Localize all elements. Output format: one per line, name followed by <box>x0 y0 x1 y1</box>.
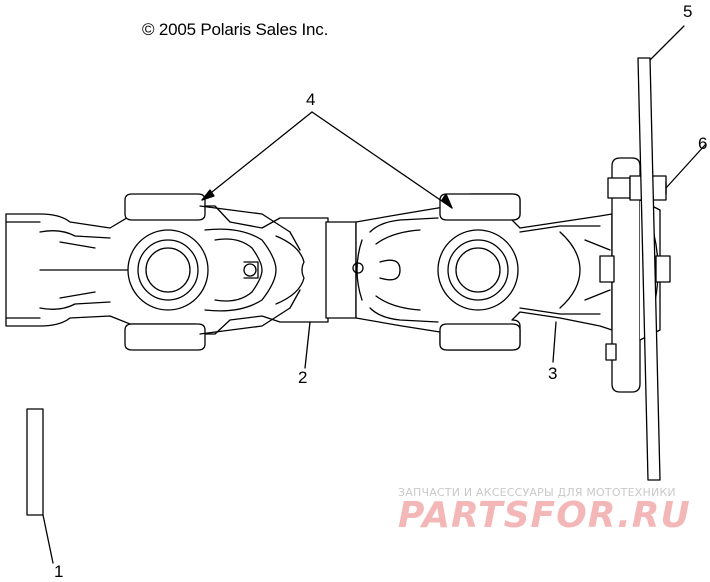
part-5-strip <box>637 25 685 481</box>
left-yoke <box>5 193 329 351</box>
part-2-shaft <box>304 221 357 369</box>
copyright-notice: © 2005 Polaris Sales Inc. <box>142 20 329 39</box>
watermark-subtitle: ЗАПЧАСТИ И АКСЕССУАРЫ ДЛЯ МОТОТЕХНИКИ <box>398 486 676 499</box>
part-1-plate <box>26 408 54 564</box>
callout-4: 4 <box>306 90 316 109</box>
callout-1: 1 <box>54 562 64 581</box>
right-yoke <box>352 193 613 363</box>
leader-lines-4 <box>201 111 453 209</box>
callout-2: 2 <box>298 368 308 387</box>
callout-6: 6 <box>698 134 708 153</box>
watermark-logo: PARTSFOR.RU <box>398 495 691 536</box>
callout-5: 5 <box>683 2 693 21</box>
callout-3: 3 <box>548 364 558 383</box>
